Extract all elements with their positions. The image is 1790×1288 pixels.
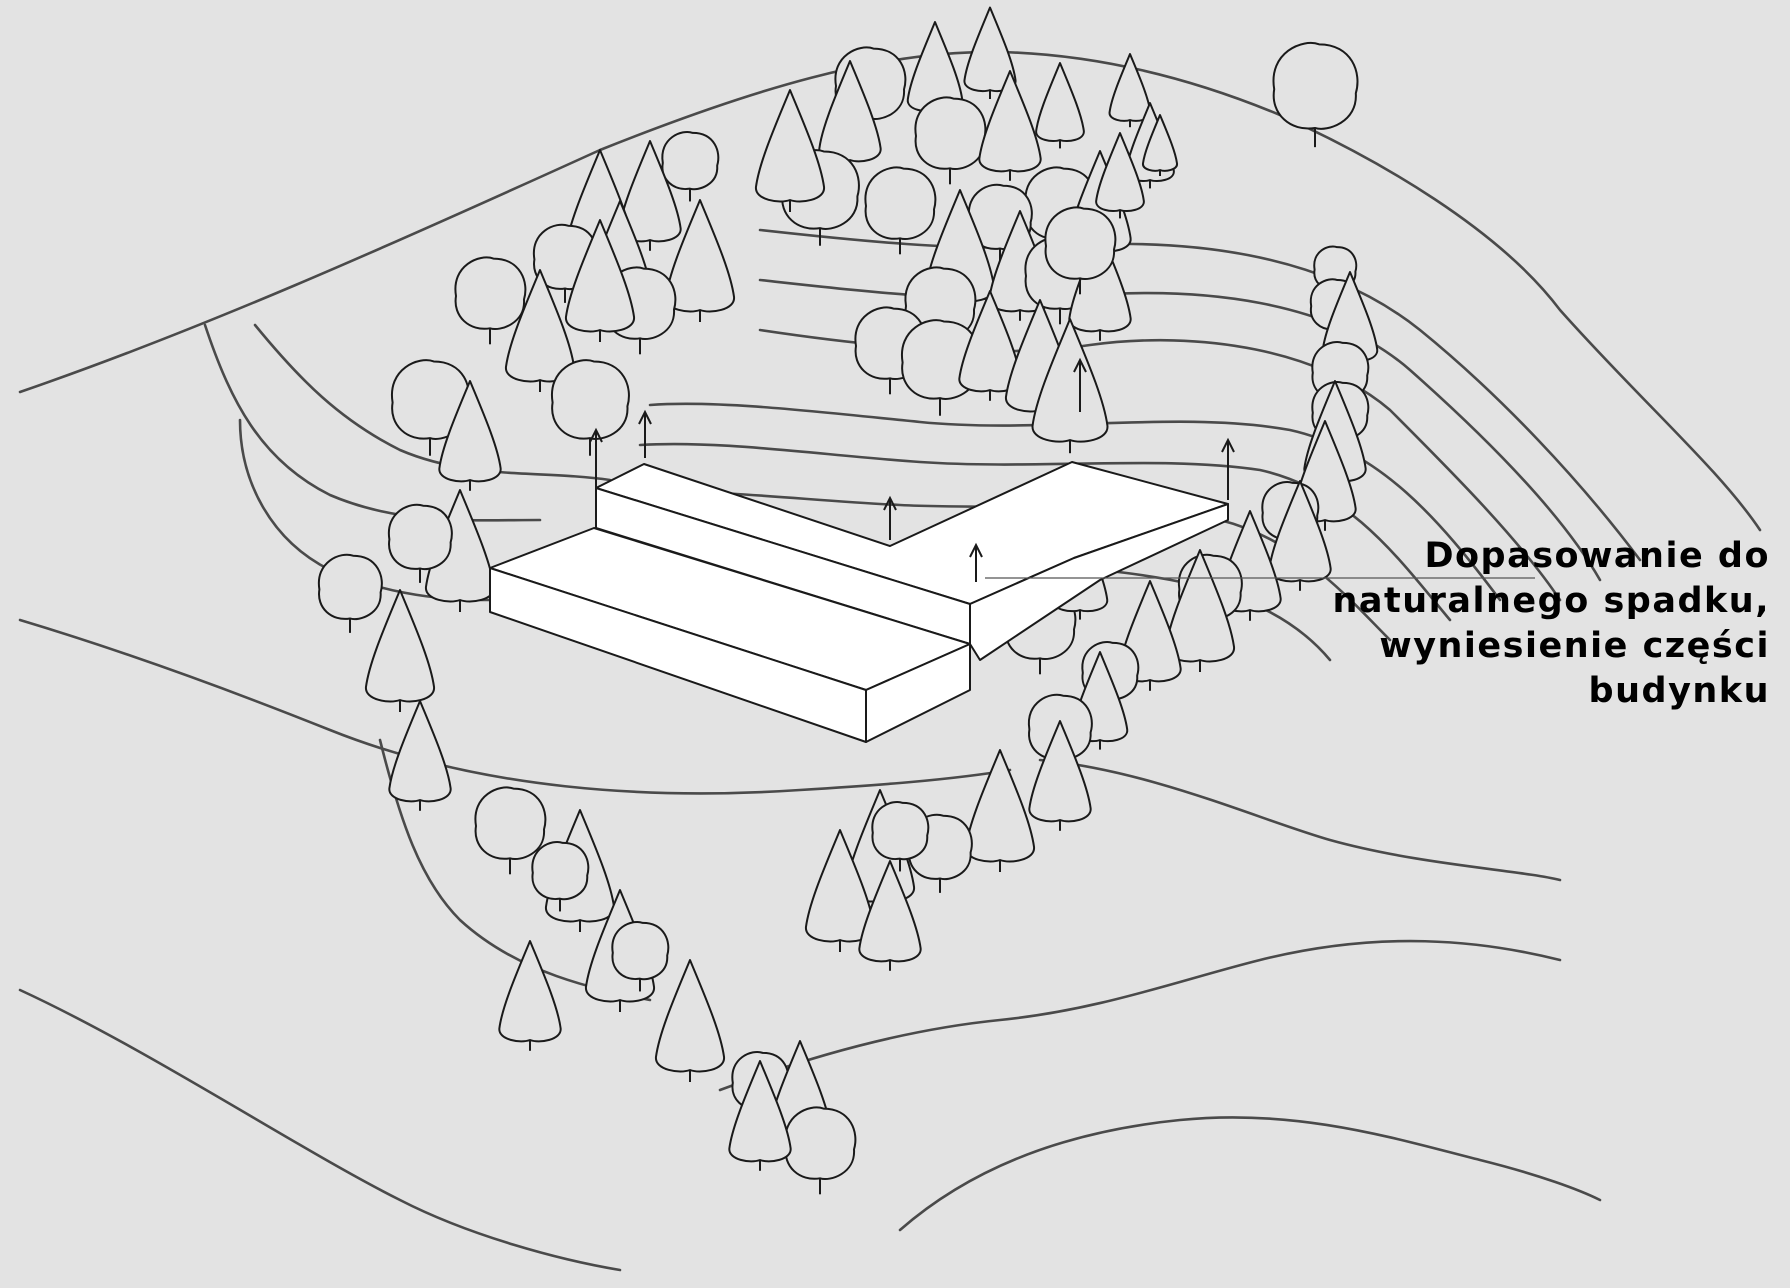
annotation-line-3: wyniesienie części xyxy=(1379,626,1770,666)
elevation-arrows xyxy=(589,357,1235,582)
up-arrow-icon xyxy=(589,427,603,488)
conifer-tree xyxy=(565,219,635,342)
deciduous-tree xyxy=(531,840,590,912)
conifer-tree xyxy=(388,700,452,811)
conifer-tree xyxy=(1095,132,1145,219)
conifer-tree xyxy=(1165,549,1235,672)
contour-line xyxy=(203,323,542,522)
conifer-tree xyxy=(978,70,1042,181)
deciduous-tree xyxy=(871,800,930,872)
deciduous-tree xyxy=(864,166,937,255)
conifer-tree xyxy=(498,940,562,1051)
conifer-tree xyxy=(1268,480,1332,591)
tree-cluster xyxy=(317,6,1379,1195)
building-side xyxy=(865,643,971,743)
annotation-line-2: naturalnego spadku, xyxy=(1332,581,1770,621)
building-wing-side xyxy=(969,503,1229,661)
conifer-tree xyxy=(805,829,875,952)
contour-line xyxy=(18,988,622,1272)
deciduous-tree xyxy=(611,920,670,992)
conifer-tree xyxy=(958,290,1022,401)
deciduous-tree xyxy=(661,130,720,202)
contour-line xyxy=(648,402,1502,602)
conifer-tree xyxy=(365,589,435,712)
annotation-line-4: budynku xyxy=(1588,671,1770,711)
conifer-tree xyxy=(1035,62,1085,149)
contour-line xyxy=(253,323,612,482)
conifer-tree xyxy=(1142,114,1178,176)
deciduous-tree xyxy=(550,359,630,456)
contour-line xyxy=(18,618,1012,795)
conifer-tree xyxy=(438,380,502,491)
ridge-line xyxy=(18,50,1762,532)
conifer-tree xyxy=(858,860,922,971)
contour-line xyxy=(898,1116,1602,1232)
up-arrow-icon xyxy=(883,495,897,540)
contour-line xyxy=(758,228,1642,562)
conifer-tree xyxy=(665,199,735,322)
deciduous-tree xyxy=(1272,42,1359,148)
deciduous-tree xyxy=(474,786,547,875)
up-arrow-icon xyxy=(969,542,983,582)
contour-line xyxy=(638,442,1452,622)
conifer-tree xyxy=(1031,318,1109,454)
up-arrow-icon xyxy=(638,409,652,458)
up-arrow-icon xyxy=(1221,437,1235,500)
conifer-tree xyxy=(728,1060,792,1171)
annotation-line-1: Dopasowanie do xyxy=(1424,536,1770,576)
deciduous-tree xyxy=(1044,206,1117,295)
building-block xyxy=(489,461,1229,743)
conifer-tree xyxy=(963,6,1017,99)
deciduous-tree xyxy=(454,256,527,345)
conifer-tree xyxy=(505,269,575,392)
deciduous-tree xyxy=(784,1106,857,1195)
conifer-tree xyxy=(965,749,1035,872)
conifer-tree xyxy=(618,140,682,251)
deciduous-tree xyxy=(317,553,383,633)
conifer-tree xyxy=(755,89,825,212)
conifer-tree xyxy=(1068,230,1132,341)
annotation-text: Dopasowanie do naturalnego spadku, wynie… xyxy=(1250,534,1770,714)
contour-line xyxy=(1038,758,1562,882)
up-arrow-icon xyxy=(1073,357,1087,412)
conifer-tree xyxy=(1108,53,1152,128)
conifer-tree xyxy=(1028,720,1092,831)
deciduous-tree xyxy=(387,503,453,583)
conifer-tree xyxy=(655,959,725,1082)
contour-line xyxy=(718,939,1562,1092)
deciduous-tree xyxy=(914,96,987,185)
